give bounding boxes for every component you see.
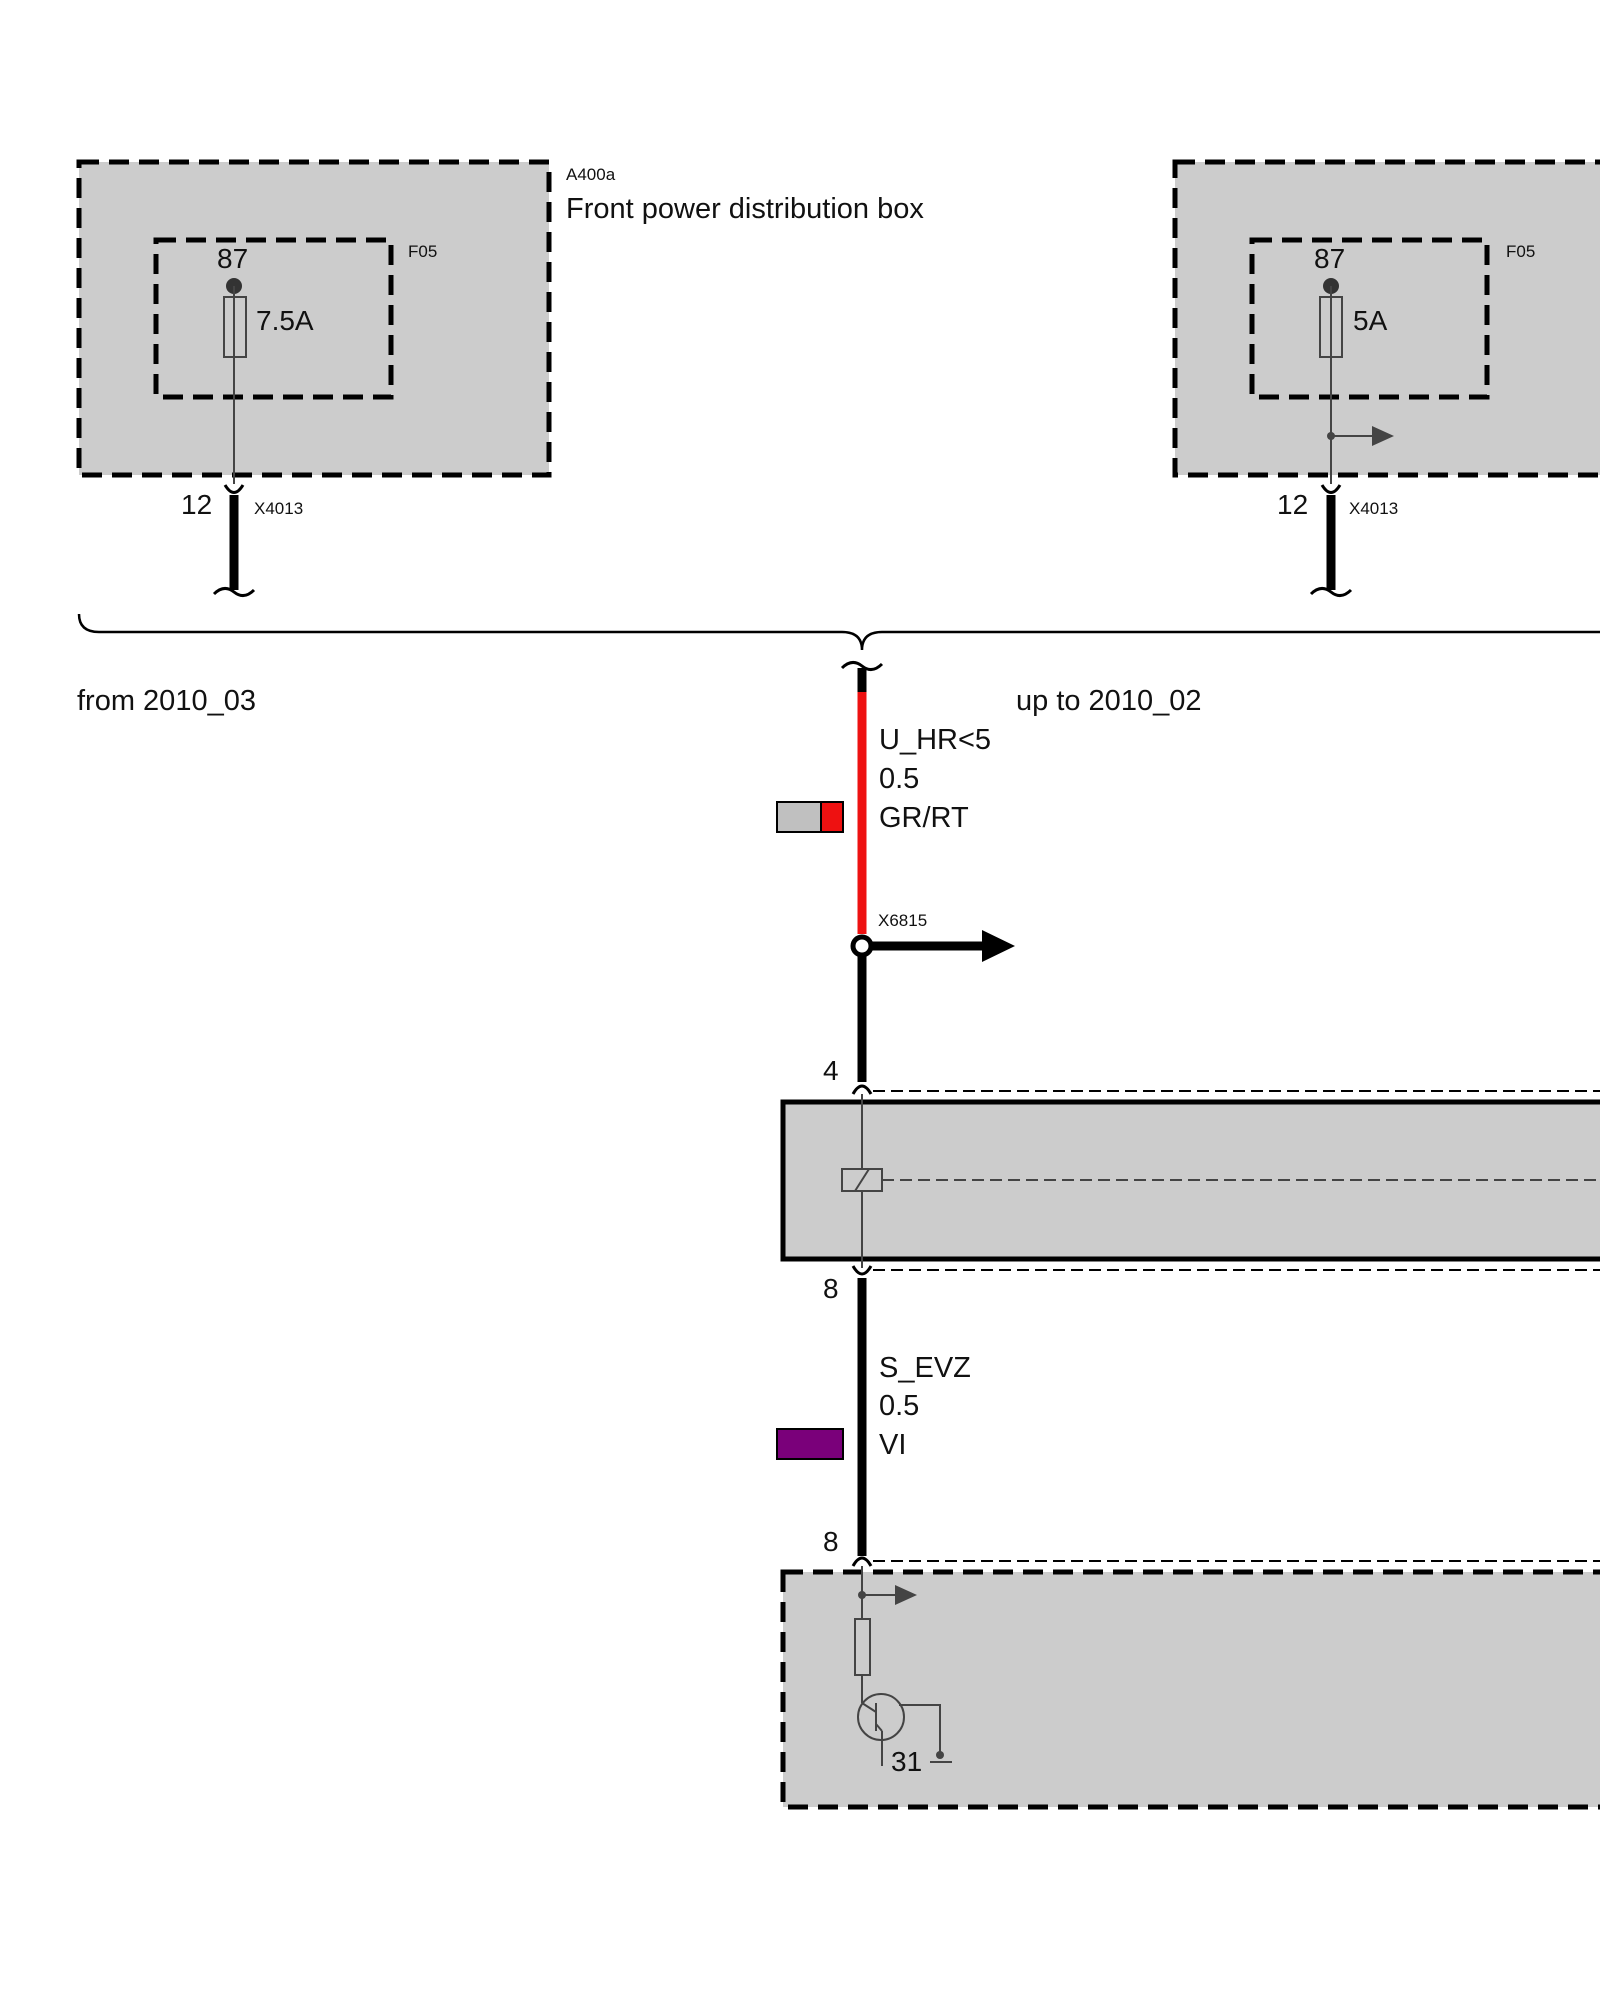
left-connector: 12 X4013 bbox=[181, 484, 303, 597]
left-box-name: Front power distribution box bbox=[566, 193, 924, 225]
right-fuse-pin: 87 bbox=[1314, 243, 1345, 274]
left-box-outline bbox=[76, 159, 552, 478]
right-fuse-housing bbox=[1249, 237, 1490, 400]
left-fuse-pin: 87 bbox=[217, 243, 248, 274]
splice-x6815: X6815 bbox=[850, 911, 1015, 962]
left-wire-break bbox=[212, 587, 256, 597]
upper-wire-color-stripe bbox=[820, 801, 844, 833]
lower-wire: S_EVZ 0.5 VI bbox=[776, 1278, 971, 1556]
left-power-distribution-box: 87 7.5A F05 A400a Front power distributi… bbox=[76, 159, 924, 484]
splice-node bbox=[850, 934, 874, 958]
variant-left-label: from 2010_03 bbox=[77, 685, 256, 717]
upper-wire-gauge: 0.5 bbox=[879, 763, 919, 795]
upper-wire: U_HR<5 0.5 GR/RT bbox=[776, 661, 991, 934]
relay-pin-top: 4 bbox=[823, 1055, 839, 1086]
bottom-connector-cup bbox=[851, 1556, 873, 1567]
bottom-pin-top: 8 bbox=[823, 1526, 839, 1557]
left-fuse-id: F05 bbox=[408, 242, 437, 261]
left-connector-id: X4013 bbox=[254, 499, 303, 518]
right-connector-pin: 12 bbox=[1277, 489, 1308, 520]
lower-wire-color-swatch bbox=[776, 1428, 844, 1460]
upper-wire-color-code: GR/RT bbox=[879, 802, 969, 834]
upper-wire-break bbox=[840, 661, 884, 671]
relay-connector-bottom-cup bbox=[851, 1265, 873, 1276]
relay-connector-top-cup bbox=[851, 1084, 873, 1095]
ground-pin-label: 31 bbox=[891, 1746, 922, 1777]
right-fuse-rating: 5A bbox=[1353, 305, 1388, 336]
right-power-distribution-box: 87 5A F05 bbox=[1172, 159, 1600, 484]
lower-wire-gauge: 0.5 bbox=[879, 1390, 919, 1422]
right-wire-break bbox=[1309, 587, 1353, 597]
bottom-control-module: 8 31 bbox=[780, 1526, 1600, 1810]
bottom-branch-arrow-icon bbox=[895, 1585, 917, 1605]
splice-branch-arrow-icon bbox=[982, 930, 1015, 962]
right-connector-cup bbox=[1320, 484, 1342, 494]
right-fuse-id: F05 bbox=[1506, 242, 1535, 261]
right-branch-arrow-icon bbox=[1372, 426, 1394, 446]
left-connector-cup bbox=[223, 484, 245, 494]
variant-right-label: up to 2010_02 bbox=[1016, 685, 1201, 717]
right-connector: 12 X4013 bbox=[1277, 484, 1398, 597]
left-fuse-housing bbox=[153, 237, 394, 400]
right-connector-id: X4013 bbox=[1349, 499, 1398, 518]
transistor-base-lead bbox=[899, 1704, 941, 1755]
upper-wire-signal: U_HR<5 bbox=[879, 724, 991, 756]
lower-wire-signal: S_EVZ bbox=[879, 1352, 971, 1384]
variant-brace bbox=[77, 613, 1600, 651]
right-box-outline bbox=[1172, 159, 1600, 478]
upper-wire-color-swatch bbox=[776, 801, 822, 833]
relay-module: 4 8 bbox=[780, 1055, 1600, 1304]
left-fuse-rating: 7.5A bbox=[256, 305, 314, 336]
transistor-emitter bbox=[875, 1723, 883, 1732]
lower-wire-color-code: VI bbox=[879, 1429, 906, 1461]
ground-node bbox=[936, 1751, 944, 1759]
transistor-collector bbox=[861, 1702, 877, 1713]
bottom-module-outline bbox=[780, 1569, 1600, 1810]
relay-pin-bottom: 8 bbox=[823, 1273, 839, 1304]
splice-id: X6815 bbox=[878, 911, 927, 930]
left-connector-pin: 12 bbox=[181, 489, 212, 520]
left-box-id: A400a bbox=[566, 165, 616, 184]
relay-coil-diagonal bbox=[854, 1168, 870, 1192]
